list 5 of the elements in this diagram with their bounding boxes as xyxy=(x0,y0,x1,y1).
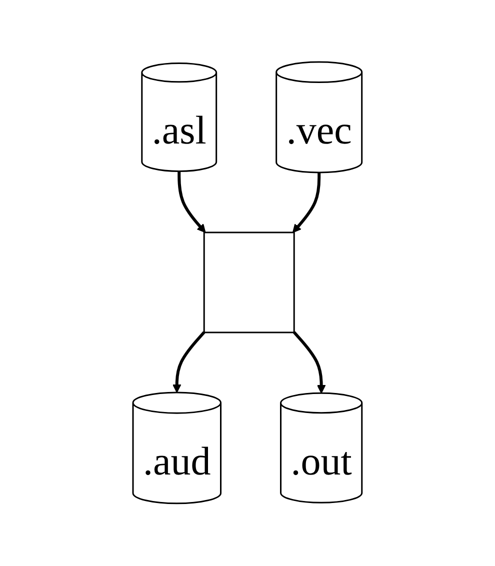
arrow xyxy=(293,332,326,394)
arrow xyxy=(178,172,206,234)
arrow xyxy=(292,172,321,234)
arrow xyxy=(172,332,206,394)
node-box xyxy=(203,232,295,334)
